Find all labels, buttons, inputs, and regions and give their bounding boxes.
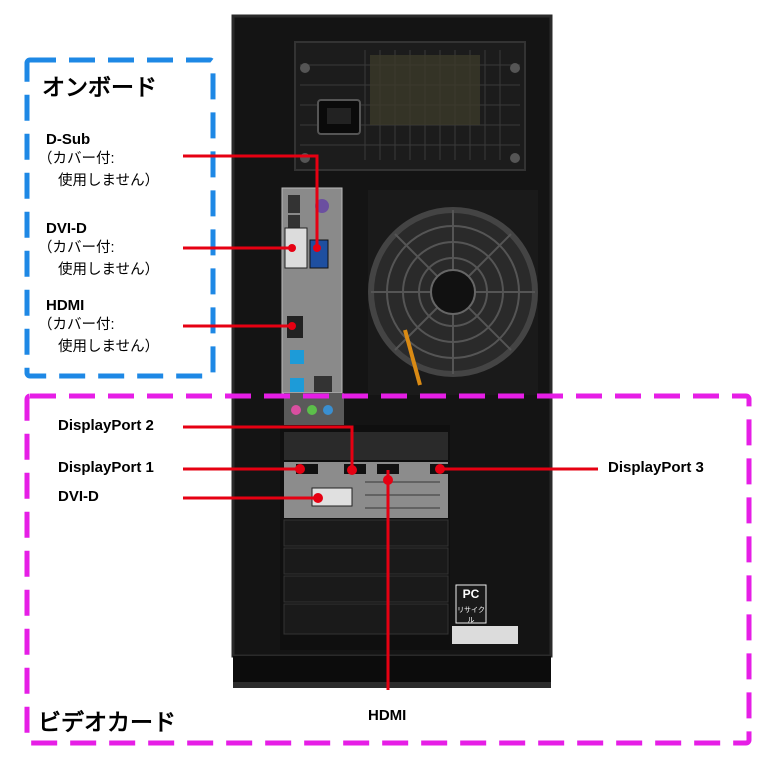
- slot-cover: [283, 603, 449, 635]
- port-name: D-Sub: [46, 131, 91, 148]
- port-name: DVI-D: [46, 220, 87, 237]
- leader-dsub: [183, 154, 319, 248]
- gpu-displayport3-label: DisplayPort 3: [608, 459, 704, 476]
- usb3-port: [290, 378, 304, 392]
- slot-cover: [283, 519, 449, 547]
- recycle-mark-text: リサイクル: [457, 607, 485, 624]
- gpu-displayport2-label: DisplayPort 2: [58, 417, 154, 434]
- audio-jack: [323, 405, 333, 415]
- product-label-sticker: [452, 626, 518, 644]
- fan-hub: [430, 269, 476, 315]
- port-note: 使用しません）: [58, 339, 160, 355]
- port-note: 使用しません）: [58, 173, 160, 189]
- gpu-displayport1-label: DisplayPort 1: [58, 459, 154, 476]
- lan-port: [314, 376, 332, 392]
- video-card-frame: [24, 393, 752, 746]
- usb3-port: [290, 350, 304, 364]
- port-note: （カバー付:: [38, 151, 115, 167]
- leader-dp2: [183, 425, 354, 470]
- audio-jack: [291, 405, 301, 415]
- port-note: 使用しません）: [58, 262, 160, 278]
- onboard-heading: オンボード: [42, 74, 157, 100]
- onboard-port-dvid: DVI-D （カバー付: 使用しません）: [38, 220, 160, 281]
- port-note: （カバー付:: [38, 317, 115, 333]
- recycle-mark-logo: PC: [462, 587, 480, 601]
- case-foot-bar: [233, 656, 551, 684]
- pc-recycle-mark: [455, 584, 487, 624]
- audio-jack: [307, 405, 317, 415]
- port-name: HDMI: [46, 297, 85, 314]
- slot-cover: [283, 547, 449, 575]
- onboard-port-hdmi: HDMI （カバー付: 使用しません）: [38, 297, 160, 358]
- usb-port: [288, 195, 300, 213]
- gpu-hdmi-port: [377, 464, 399, 474]
- slot-cover: [283, 575, 449, 603]
- gpu-hdmi-label: HDMI: [368, 707, 407, 724]
- gpu-top-bracket: [284, 432, 448, 460]
- video-card-heading: ビデオカード: [38, 709, 176, 735]
- onboard-port-dsub: D-Sub （カバー付: 使用しません）: [38, 131, 160, 192]
- gpu-dp1-port: [296, 464, 318, 474]
- port-note: （カバー付:: [38, 240, 115, 256]
- gpu-dvid-label: DVI-D: [58, 488, 99, 505]
- gpu-vent-hex: [365, 481, 440, 509]
- onboard-frame: [24, 57, 216, 379]
- psu-fan-grill: [370, 55, 480, 125]
